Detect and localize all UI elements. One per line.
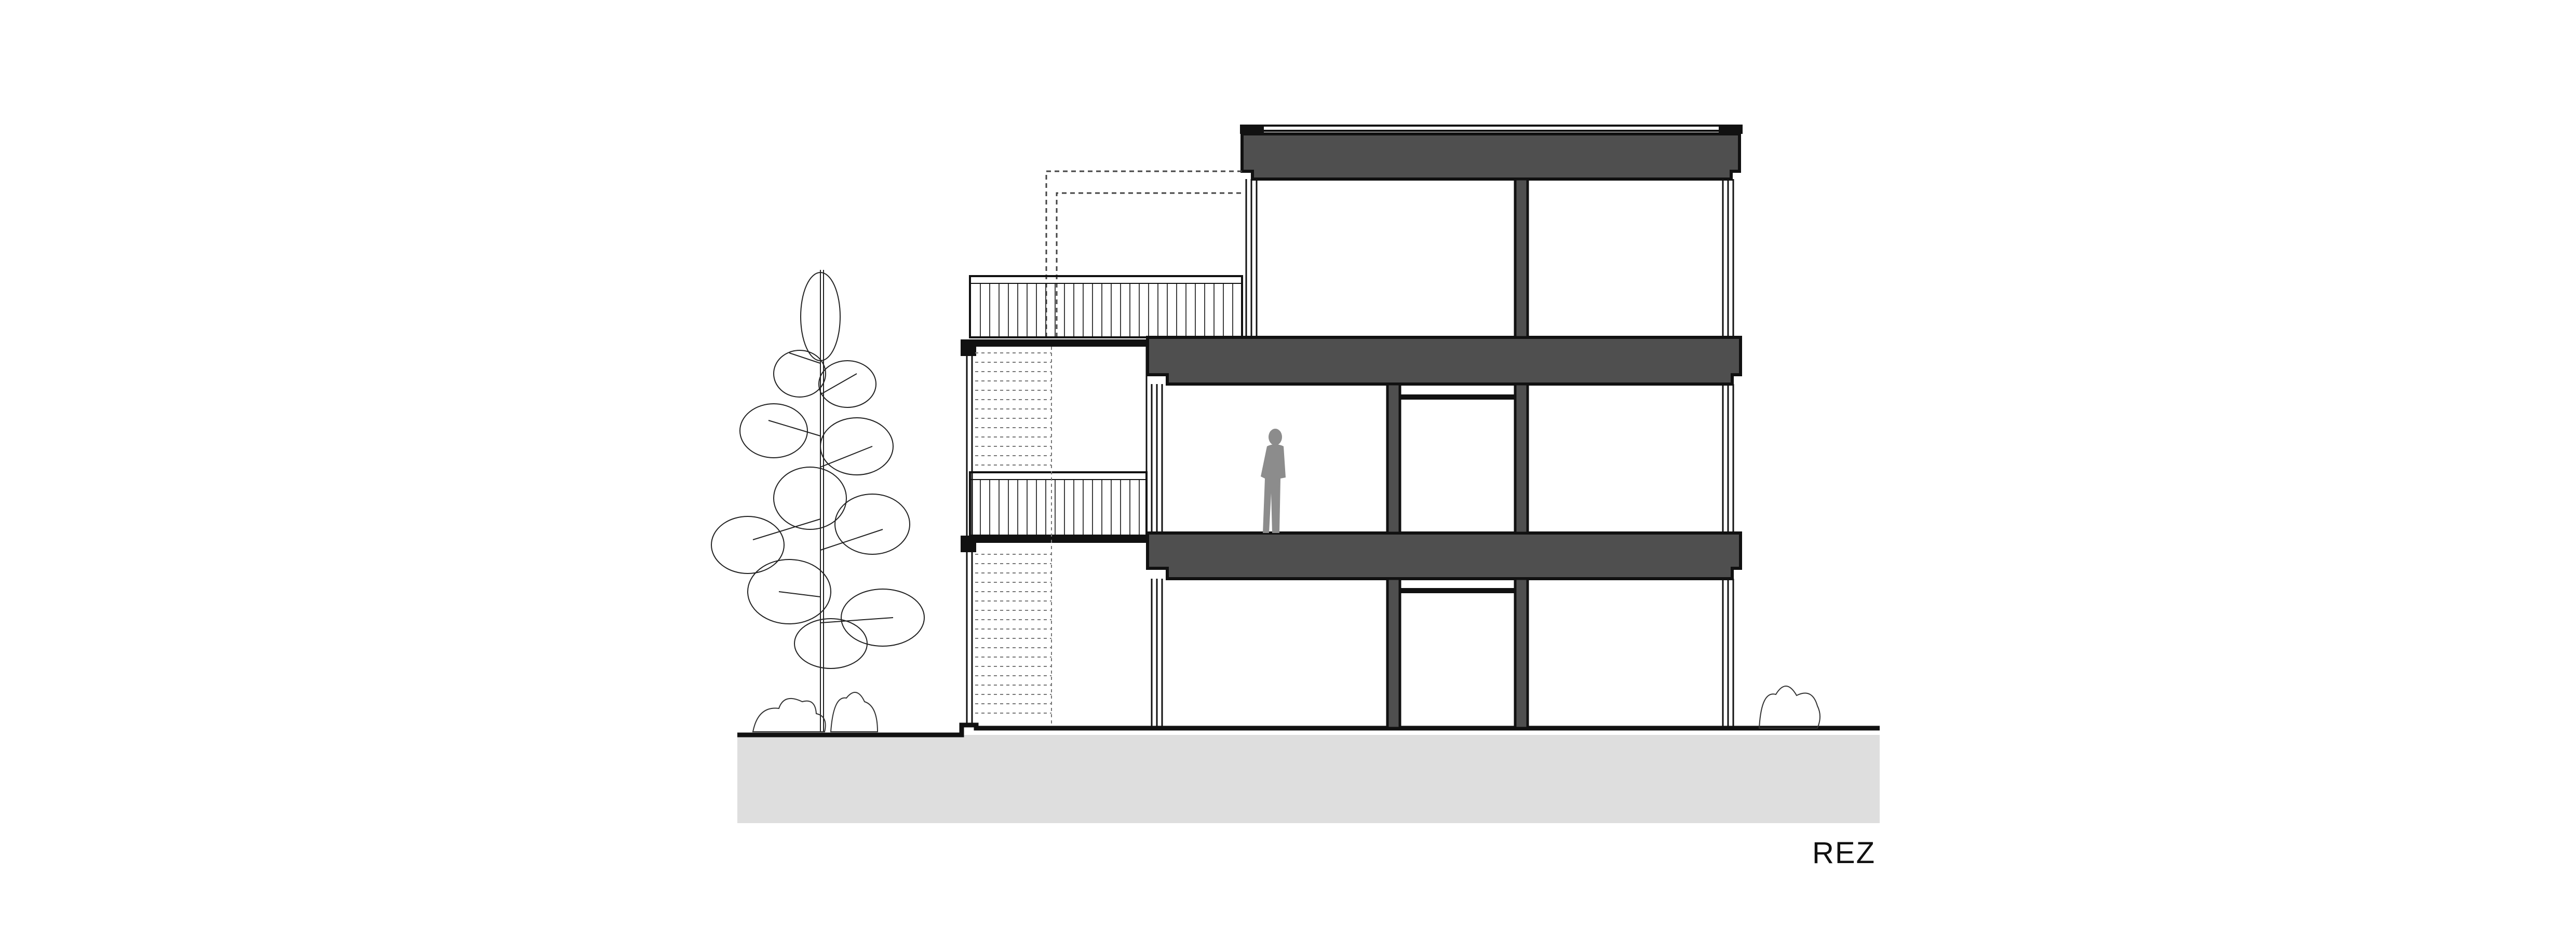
upper-floor-slab [1146,336,1742,386]
roof-slab [1240,132,1741,181]
door-head-lintels [1400,394,1515,593]
ground-fill [737,735,1880,823]
shrub-drawings [752,686,1820,732]
ground-line [737,722,1880,737]
tree-drawing [711,270,925,732]
roof-terrace-railing [969,275,1243,338]
balcony-posts [966,347,1148,725]
middle-floor-slab [1146,531,1742,580]
balcony-railing [969,471,1148,537]
section-label: REZ [1812,836,1876,870]
neighbouring-volume-outline [1045,170,1242,337]
roof-parapet [1240,125,1743,134]
balcony-slabs [961,339,1148,552]
human-scale-figure [1261,429,1286,533]
structural-columns [1386,177,1529,730]
facade-glazing [1151,179,1734,728]
privacy-screen [975,347,1052,725]
